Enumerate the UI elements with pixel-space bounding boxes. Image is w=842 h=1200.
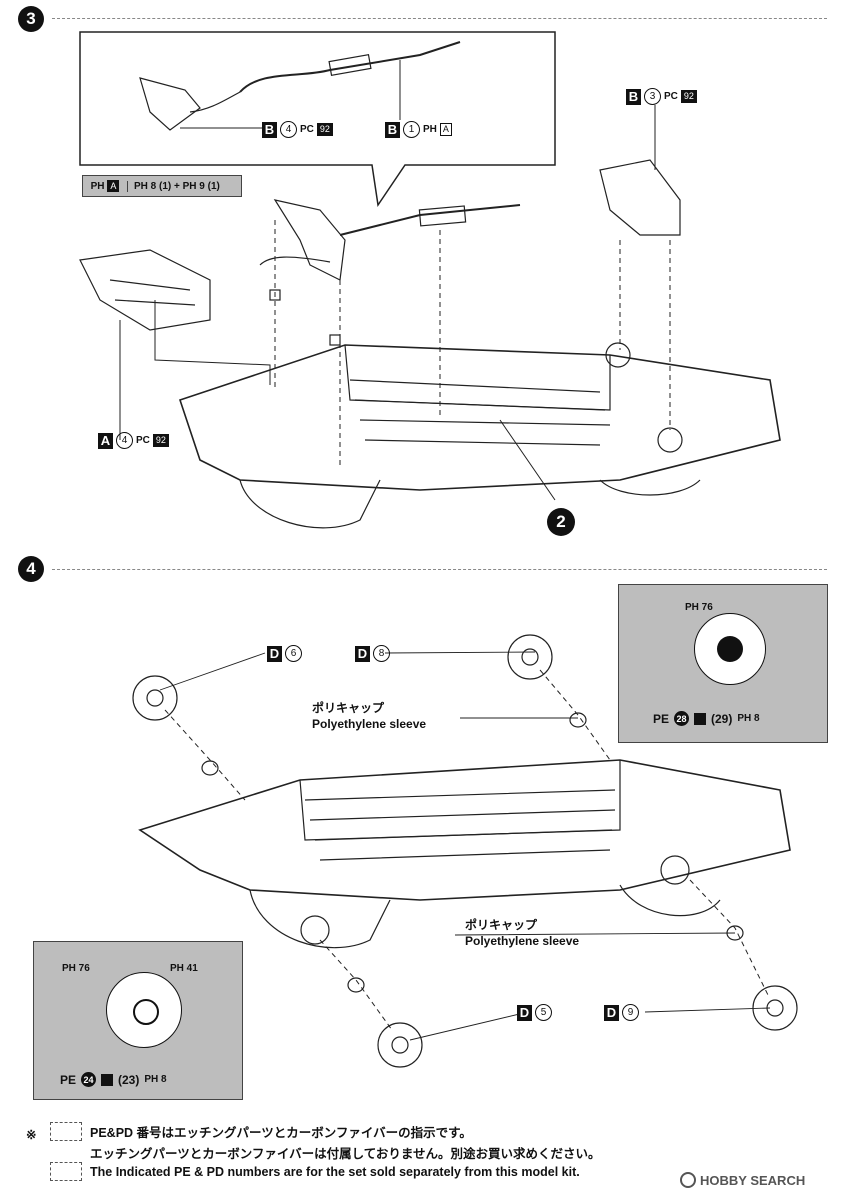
part-tag-d8: D 8 [355,645,390,662]
detail-caption-left: PE 24 (23) PH 8 [60,1072,167,1087]
part-letter: B [626,88,641,105]
polycap-icon [101,1073,114,1086]
parts-code-prefix: PH [423,124,437,135]
part-number: 5 [535,1004,552,1021]
cap-number: (29) [711,711,733,726]
part-tag-b4: B 4 PC 92 [262,121,333,138]
detail-caption-right: PE 28 (29) PH 8 [653,711,760,726]
watermark: HOBBY SEARCH [680,1172,805,1188]
footer-text-3: The Indicated PE & PD numbers are for th… [90,1164,580,1179]
paint-code: A [107,179,120,192]
part-letter: D [267,645,282,662]
parts-code-prefix: PC [300,124,314,135]
parts-code: 92 [152,434,169,447]
pe-number: 28 [674,711,690,726]
part-letter: D [355,645,370,662]
parts-code: 92 [680,90,697,103]
brake-hub-icon [106,972,182,1048]
pe-label: PE [60,1072,77,1087]
footer-line-1: PE&PD 番号はエッチングパーツとカーボンファイバーの指示です。 [50,1122,472,1141]
parts-code-prefix: PC [136,435,150,446]
part-letter: B [262,121,277,138]
polycap-label-lower: ポリキャップ Polyethylene sleeve [465,917,579,949]
part-tag-d6: D 6 [267,645,302,662]
part-number: 3 [644,88,661,105]
footer-mark: ※ [26,1128,37,1142]
detail-ph-top: PH 76 [685,602,713,613]
step-4-badge: 4 [18,556,44,582]
cap-number: (23) [118,1072,140,1087]
detail-ph-left: PH 76 [62,963,90,974]
part-tag-d9: D 9 [604,1004,639,1021]
part-number: 4 [116,432,133,449]
paint-spec-left: PH A [83,179,128,192]
parts-code: 92 [316,123,333,136]
part-tag-d5: D 5 [517,1004,552,1021]
step-3-divider [52,18,827,19]
part-tag-b1: B 1 PH A [385,121,452,138]
part-number: 8 [373,645,390,662]
footer-text-1: PE&PD 番号はエッチングパーツとカーボンファイバーの指示です。 [90,1126,472,1140]
part-tag-b3: B 3 PC 92 [626,88,697,105]
ref-step-number: 2 [556,512,566,531]
polycap-label-en: Polyethylene sleeve [312,717,427,731]
paint-spec-mix: PH 8 (1) + PH 9 (1) [134,180,220,192]
paint-spec-panel: PH A PH 8 (1) + PH 9 (1) [82,175,242,197]
part-number: 6 [285,645,302,662]
brake-detail-panel-left: PH 76 PH 41 PE 24 (23) PH 8 [33,941,243,1100]
pe-box-icon [50,1122,82,1141]
pe-box-icon [50,1162,82,1181]
step-3-badge: 3 [18,6,44,32]
detail-ph-right: PH 41 [170,963,198,974]
polycap-label-jp: ポリキャップ [465,918,538,932]
paint-code-prefix: PH [90,180,105,192]
brake-disc-icon [694,613,766,685]
hobby-search-logo-icon [680,1172,696,1188]
detail-ph-bottom: PH 8 [144,1074,167,1085]
part-letter: A [98,432,113,449]
pe-number: 24 [81,1072,97,1087]
polycap-icon [694,712,707,725]
part-letter: B [385,121,400,138]
part-number: 1 [403,121,420,138]
parts-code-prefix: PC [664,91,678,102]
part-tag-a4: A 4 PC 92 [98,432,169,449]
part-letter: D [517,1004,532,1021]
step-number: 3 [26,9,36,28]
part-letter: D [604,1004,619,1021]
step-4-divider [52,569,827,570]
step-number: 4 [26,559,36,578]
parts-code: A [439,123,452,136]
footer-text-2: エッチングパーツとカーボンファイバーは付属しておりません。別途お買い求めください… [90,1147,601,1161]
polycap-label-upper: ポリキャップ Polyethylene sleeve [312,700,426,732]
part-number: 4 [280,121,297,138]
watermark-text: HOBBY SEARCH [700,1172,806,1188]
detail-ph-bottom: PH 8 [737,713,760,724]
brake-detail-panel-right: PH 76 PE 28 (29) PH 8 [618,584,828,743]
pe-label: PE [653,711,670,726]
footer-line-3: The Indicated PE & PD numbers are for th… [50,1162,580,1181]
polycap-label-en: Polyethylene sleeve [465,934,580,948]
polycap-label-jp: ポリキャップ [312,701,385,715]
part-number: 9 [622,1004,639,1021]
ref-step-badge: 2 [547,508,575,536]
